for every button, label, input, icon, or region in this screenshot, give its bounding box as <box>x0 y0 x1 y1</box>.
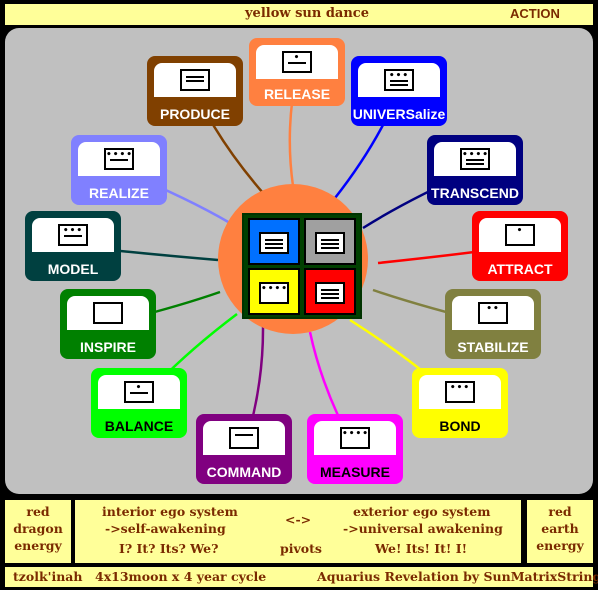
glyph-icon: • <box>505 224 535 246</box>
center-cell: •••• <box>248 268 300 315</box>
node-release: • RELEASE <box>249 38 345 106</box>
glyph-icon <box>229 427 259 449</box>
node-label: REALIZE <box>89 185 149 201</box>
glyph-icon <box>315 282 345 304</box>
node-glyph-panel <box>67 296 149 330</box>
node-glyph-panel: •• <box>452 296 534 330</box>
node-glyph-panel: •••• <box>314 421 396 455</box>
node-realize: •••• REALIZE <box>71 135 167 205</box>
center-cell <box>304 218 356 265</box>
exterior-sub: ->universal awakening <box>343 521 503 536</box>
node-glyph-panel: •••• <box>434 142 516 176</box>
glyph-icon: ••• <box>58 224 88 246</box>
node-transcend: •••• TRANSCEND <box>427 135 523 205</box>
glyph-icon: •• <box>478 302 508 324</box>
node-glyph-panel: • <box>479 218 561 252</box>
node-glyph-panel: • <box>256 45 338 79</box>
node-command: COMMAND <box>196 414 292 484</box>
interior-title: interior ego system <box>102 504 238 519</box>
glyph-icon: • <box>124 381 154 403</box>
exterior-title: exterior ego system <box>353 504 491 519</box>
glyph-icon: ••• <box>384 69 414 91</box>
bottom-right-label: red earth energy <box>536 504 584 553</box>
node-glyph-panel <box>154 63 236 97</box>
node-label: TRANSCEND <box>431 185 519 201</box>
glyph-icon: ••• <box>445 381 475 403</box>
diagram-canvas: •••• •RELEASE•••UNIVERSalize••••TRANSCEN… <box>5 28 593 494</box>
glyph-icon <box>93 302 123 324</box>
header-bar: yellow sun dance ACTION <box>5 4 593 25</box>
interior-sub: ->self-awakening <box>105 521 226 536</box>
node-glyph-panel: ••• <box>358 63 440 97</box>
node-glyph-panel: •••• <box>78 142 160 176</box>
glyph-icon <box>259 232 289 254</box>
bottom-right-box: red earth energy <box>527 500 593 563</box>
node-bond: ••• BOND <box>412 368 508 438</box>
node-produce: PRODUCE <box>147 56 243 126</box>
bottom-left-box: red dragon energy <box>5 500 71 563</box>
node-label: UNIVERSalize <box>352 106 446 122</box>
node-label: ATTRACT <box>487 261 553 277</box>
glyph-icon <box>180 69 210 91</box>
node-inspire: INSPIRE <box>60 289 156 359</box>
glyph-icon: •••• <box>259 282 289 304</box>
node-label: BOND <box>439 418 481 434</box>
node-stabilize: •• STABILIZE <box>445 289 541 359</box>
node-label: COMMAND <box>206 464 282 480</box>
footer-right: Aquarius Revelation by SunMatrixStrings <box>317 569 598 584</box>
glyph-icon: • <box>282 51 312 73</box>
node-label: MEASURE <box>319 464 390 480</box>
node-glyph-panel <box>203 421 285 455</box>
center-cell <box>304 268 356 315</box>
node-label: PRODUCE <box>159 106 230 122</box>
node-label: MODEL <box>47 261 99 277</box>
footer-left: tzolk'inah <box>13 569 83 584</box>
glyph-icon: •••• <box>460 148 490 170</box>
glyph-icon <box>315 232 345 254</box>
node-glyph-panel: • <box>98 375 180 409</box>
arrow-label: <-> <box>285 512 312 527</box>
node-glyph-panel: ••• <box>32 218 114 252</box>
glyph-icon: •••• <box>340 427 370 449</box>
node-label: BALANCE <box>104 418 174 434</box>
questions-right: We! Its! It! I! <box>375 541 468 556</box>
pivots-label: pivots <box>280 541 322 556</box>
node-model: ••• MODEL <box>25 211 121 281</box>
glyph-icon: •••• <box>104 148 134 170</box>
header-title: yellow sun dance <box>245 6 369 21</box>
node-balance: • BALANCE <box>91 368 187 438</box>
node-label: RELEASE <box>263 86 331 102</box>
questions-left: I? It? Its? We? <box>119 541 219 556</box>
node-label: INSPIRE <box>79 339 136 355</box>
node-label: STABILIZE <box>457 339 529 355</box>
footer-middle: 4x13moon x 4 year cycle <box>95 569 267 584</box>
bottom-left-label: red dragon energy <box>13 504 63 553</box>
bottom-center-box: interior ego system ->self-awakening <->… <box>75 500 521 563</box>
node-glyph-panel: ••• <box>419 375 501 409</box>
node-attract: • ATTRACT <box>472 211 568 281</box>
footer-bar: tzolk'inah 4x13moon x 4 year cycle Aquar… <box>5 567 598 587</box>
node-measure: •••• MEASURE <box>307 414 403 484</box>
node-universalize: ••• UNIVERSalize <box>351 56 447 126</box>
center-glyph-grid: •••• <box>242 213 362 319</box>
header-mode: ACTION <box>510 6 560 21</box>
center-cell <box>248 218 300 265</box>
